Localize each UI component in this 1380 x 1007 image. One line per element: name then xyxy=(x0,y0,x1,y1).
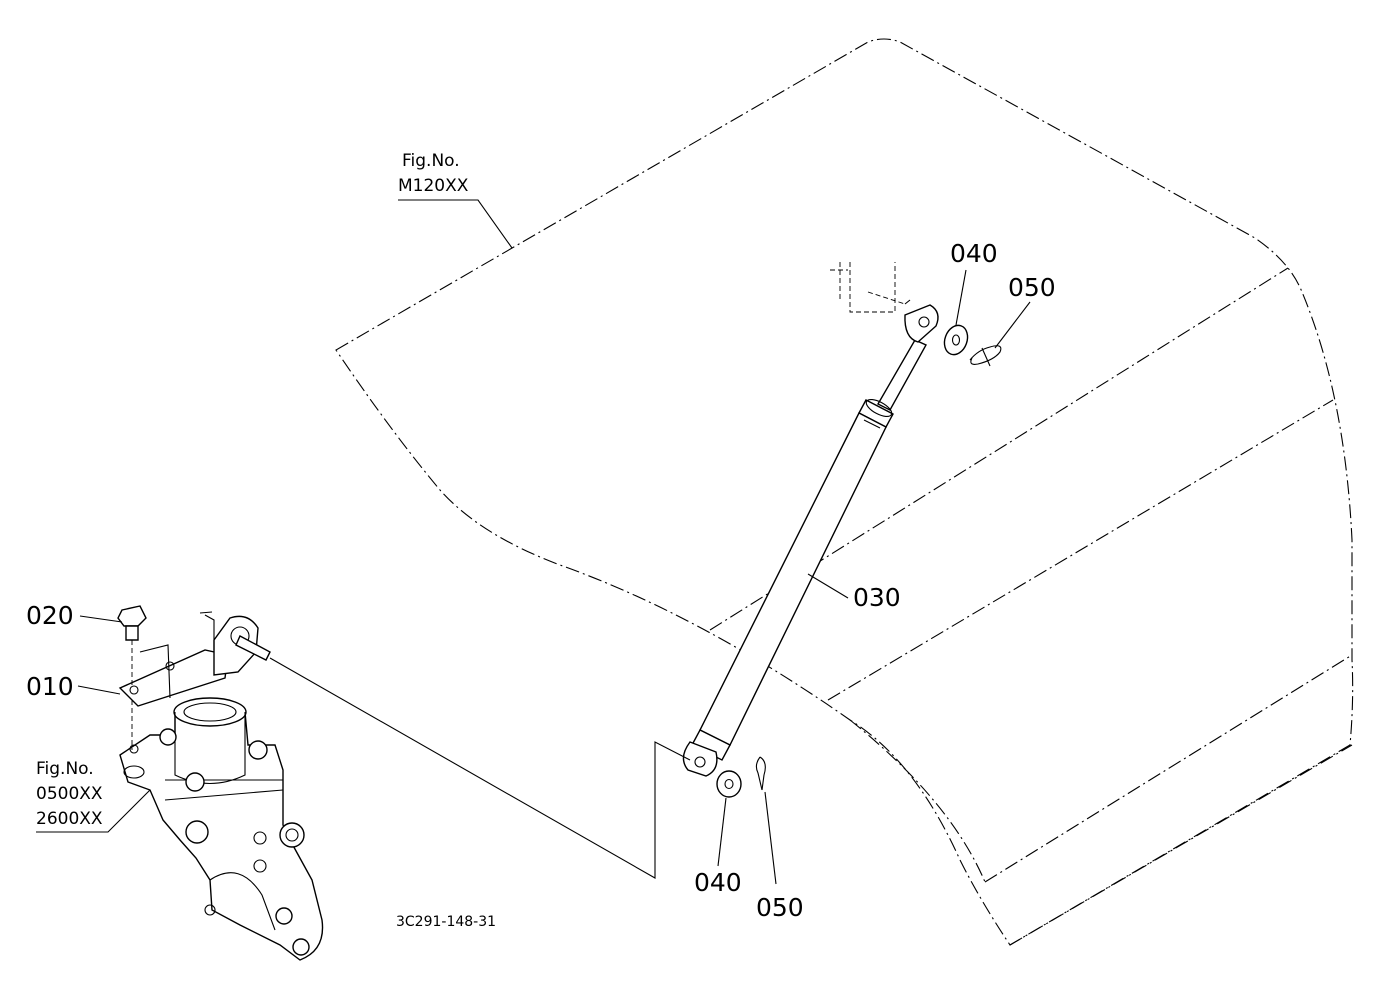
engine-housing xyxy=(119,697,324,961)
callout-050-top: 050 xyxy=(1008,273,1056,302)
bolt-frame-line xyxy=(139,644,171,699)
callout-030: 030 xyxy=(853,583,901,612)
r-clip-bottom xyxy=(755,756,766,791)
callout-040-top: 040 xyxy=(950,239,998,268)
engine-ref-line2: 0500XX xyxy=(36,784,103,804)
hood-stay-bracket xyxy=(118,611,271,707)
connection-line xyxy=(269,657,691,879)
washer-bottom xyxy=(716,770,742,798)
callout-020: 020 xyxy=(26,601,74,630)
callout-050-bottom: 050 xyxy=(756,893,804,922)
hood-ref-line2: M120XX xyxy=(398,176,469,196)
flange-bolt xyxy=(117,605,147,750)
hood-ref-line1: Fig.No. xyxy=(402,151,460,171)
drawing-code: 3C291-148-31 xyxy=(396,914,496,930)
leaders xyxy=(36,199,1031,885)
callout-010: 010 xyxy=(26,672,74,701)
hood-outline xyxy=(335,38,1354,946)
engine-ref-line1: Fig.No. xyxy=(36,759,94,779)
callout-040-bottom: 040 xyxy=(694,868,742,897)
engine-ref-line3: 2600XX xyxy=(36,809,103,829)
hood-bracket-hidden xyxy=(830,262,906,313)
washer-top xyxy=(943,324,969,356)
gas-spring xyxy=(682,299,939,777)
r-clip-top xyxy=(969,345,1002,367)
